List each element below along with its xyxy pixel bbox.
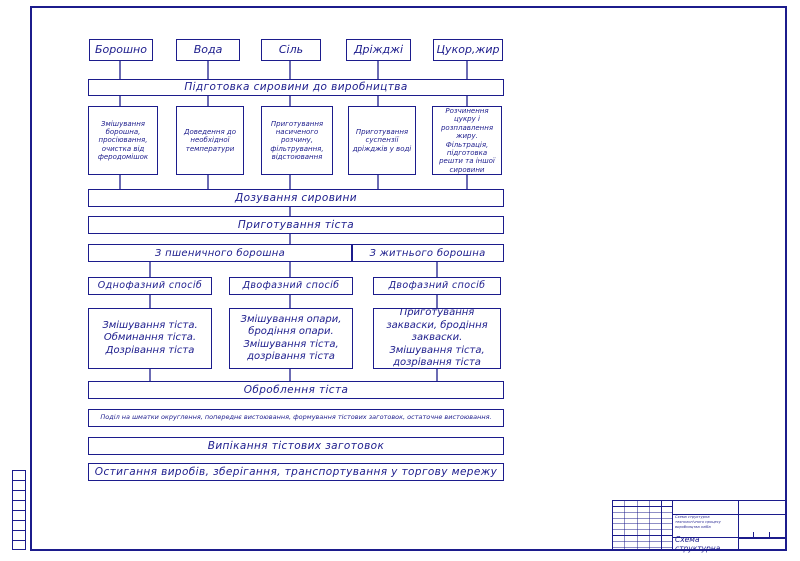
dough-band: Приготування тіста xyxy=(88,216,504,234)
prep-step-water: Доведення до необхідної температури xyxy=(176,106,244,175)
prep-step-yeast: Приготування суспензії дріжджів у воді xyxy=(348,106,416,175)
sheet-frame xyxy=(30,6,787,551)
processing-band: Оброблення тіста xyxy=(88,381,504,399)
ingredient-box-flour: Борошно xyxy=(89,39,153,61)
title-block-grid xyxy=(613,501,673,549)
ingredient-box-yeast: Дріжджі xyxy=(346,39,411,61)
rye-flour-label: З житнього борошна xyxy=(369,247,486,259)
method-two-phase-wheat: Двофазний спосіб xyxy=(229,277,353,295)
prep-step-salt: Приготування насиченого розчину, фільтру… xyxy=(261,106,333,175)
method-one-phase: Однофазний спосіб xyxy=(88,277,212,295)
title-block-description: Схема структурна технологічного процесу … xyxy=(675,515,721,529)
method-detail-one-phase: Змішування тіста. Обминання тіста. Дозрі… xyxy=(88,308,212,369)
flour-type-divider xyxy=(351,245,353,261)
method-two-phase-rye: Двофазний спосіб xyxy=(373,277,501,295)
wheat-flour-label: З пшеничного борошна xyxy=(154,247,286,259)
prep-step-sugar-fat: Розчинення цукру і розплавлення жиру. Фі… xyxy=(432,106,502,175)
prep-step-flour: Змішування борошна, просіювання, очистка… xyxy=(88,106,158,175)
method-detail-two-phase-wheat: Змішування опари, бродіння опари. Змішув… xyxy=(229,308,353,369)
method-detail-two-phase-rye: Приготування закваски, бродіння закваски… xyxy=(373,307,501,369)
ingredient-box-water: Вода xyxy=(176,39,240,61)
preparation-band: Підготовка сировини до виробництва xyxy=(88,79,504,96)
title-block: Схема структурна технологічного процесу … xyxy=(612,500,786,553)
side-stamp xyxy=(12,470,26,550)
title-block-title: Схема структурна xyxy=(675,535,721,553)
title-block-cells xyxy=(738,532,785,539)
ingredient-box-sugar-fat: Цукор,жир xyxy=(433,39,503,61)
shaping-band: Поділ на шматки округлення, попереднє ви… xyxy=(88,409,504,427)
final-band: Остигання виробів, зберігання, транспорт… xyxy=(88,463,504,481)
baking-band: Випікання тістових заготовок xyxy=(88,437,504,455)
dosing-band: Дозування сировини xyxy=(88,189,504,207)
ingredient-box-salt: Сіль xyxy=(261,39,321,61)
flour-type-band: З пшеничного борошна З житнього борошна xyxy=(88,244,504,262)
